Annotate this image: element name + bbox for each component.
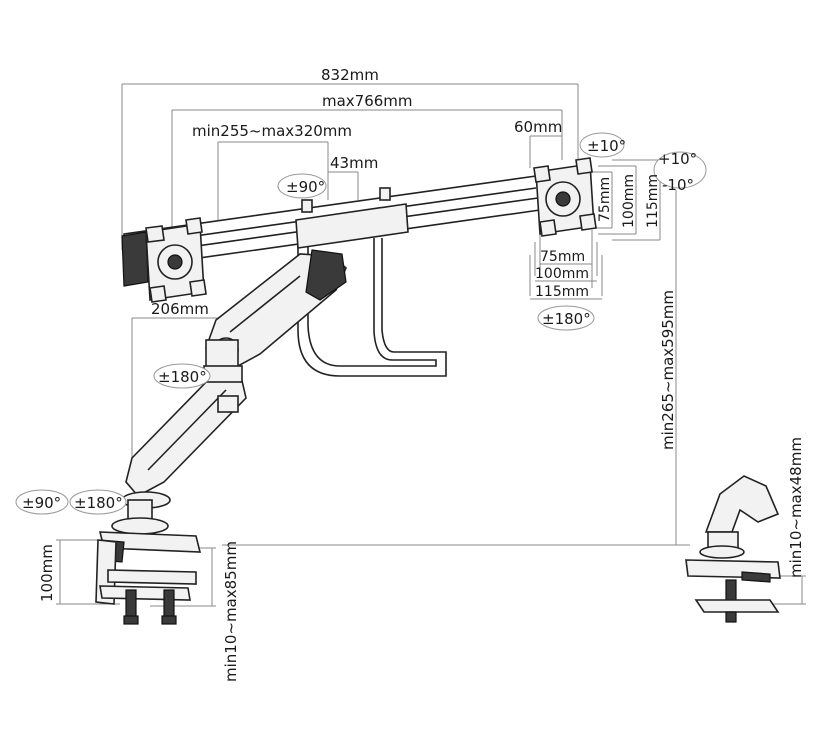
total-width-label: 832mm: [321, 66, 379, 84]
clamp-desk-label: min10~max85mm: [222, 541, 240, 682]
dimension-lines: [56, 83, 806, 607]
clamp-mount: [95, 491, 202, 625]
rail-support-loop: [297, 238, 447, 377]
rotation-bubble-vesa-rotate: ±180°: [537, 305, 595, 331]
rail-swivel-label: ±90°: [286, 178, 325, 196]
elbow-rotate-label: ±180°: [158, 368, 207, 386]
base-swivel-label: ±90°: [22, 494, 61, 512]
tilt-side-label: ±10°: [587, 137, 626, 155]
vesa-75-height-label: 75mm: [597, 177, 613, 222]
vesa-100-height-label: 100mm: [621, 174, 637, 228]
rotation-bubble-rail-swivel: ±90°: [277, 173, 327, 199]
vesa-75-width-label: 75mm: [540, 249, 585, 265]
rotation-bubble-elbow-rotate: ±180°: [153, 363, 211, 389]
rotation-bubble-base-swivel: ±90°: [15, 489, 69, 515]
rotation-bubble-base-rotate: ±180°: [69, 489, 127, 515]
upper-arm: [205, 249, 347, 371]
vesa-115-width-label: 115mm: [535, 284, 589, 300]
grommet-mount: [685, 475, 781, 623]
vesa-115-height-label: 115mm: [645, 174, 661, 228]
vesa-100-width-label: 100mm: [535, 266, 589, 282]
rail-offset-label: 43mm: [330, 154, 378, 172]
arm-reach-label: 206mm: [151, 300, 209, 318]
dimension-labels: 832mm max766mm min255~max320mm 43mm 60mm…: [38, 66, 805, 682]
rail-end-label: 60mm: [514, 118, 562, 136]
rotation-bubble-tilt-updown: +10° -10°: [653, 150, 707, 194]
right-vesa-plate: [533, 157, 597, 237]
base-rotate-label: ±180°: [74, 494, 123, 512]
tilt-down-label: -10°: [662, 176, 694, 194]
clamp-height-label: 100mm: [38, 544, 56, 602]
tilt-up-label: +10°: [658, 150, 697, 168]
left-vesa-plate: [145, 217, 207, 303]
rail-max-label: max766mm: [322, 92, 413, 110]
vesa-rotate-label: ±180°: [542, 310, 591, 328]
arm-range-label: min255~max320mm: [192, 122, 352, 140]
grommet-desk-label: min10~max48mm: [787, 437, 805, 578]
height-range-label: min265~max595mm: [659, 290, 677, 450]
rotation-bubble-tilt-side: ±10°: [579, 132, 626, 158]
